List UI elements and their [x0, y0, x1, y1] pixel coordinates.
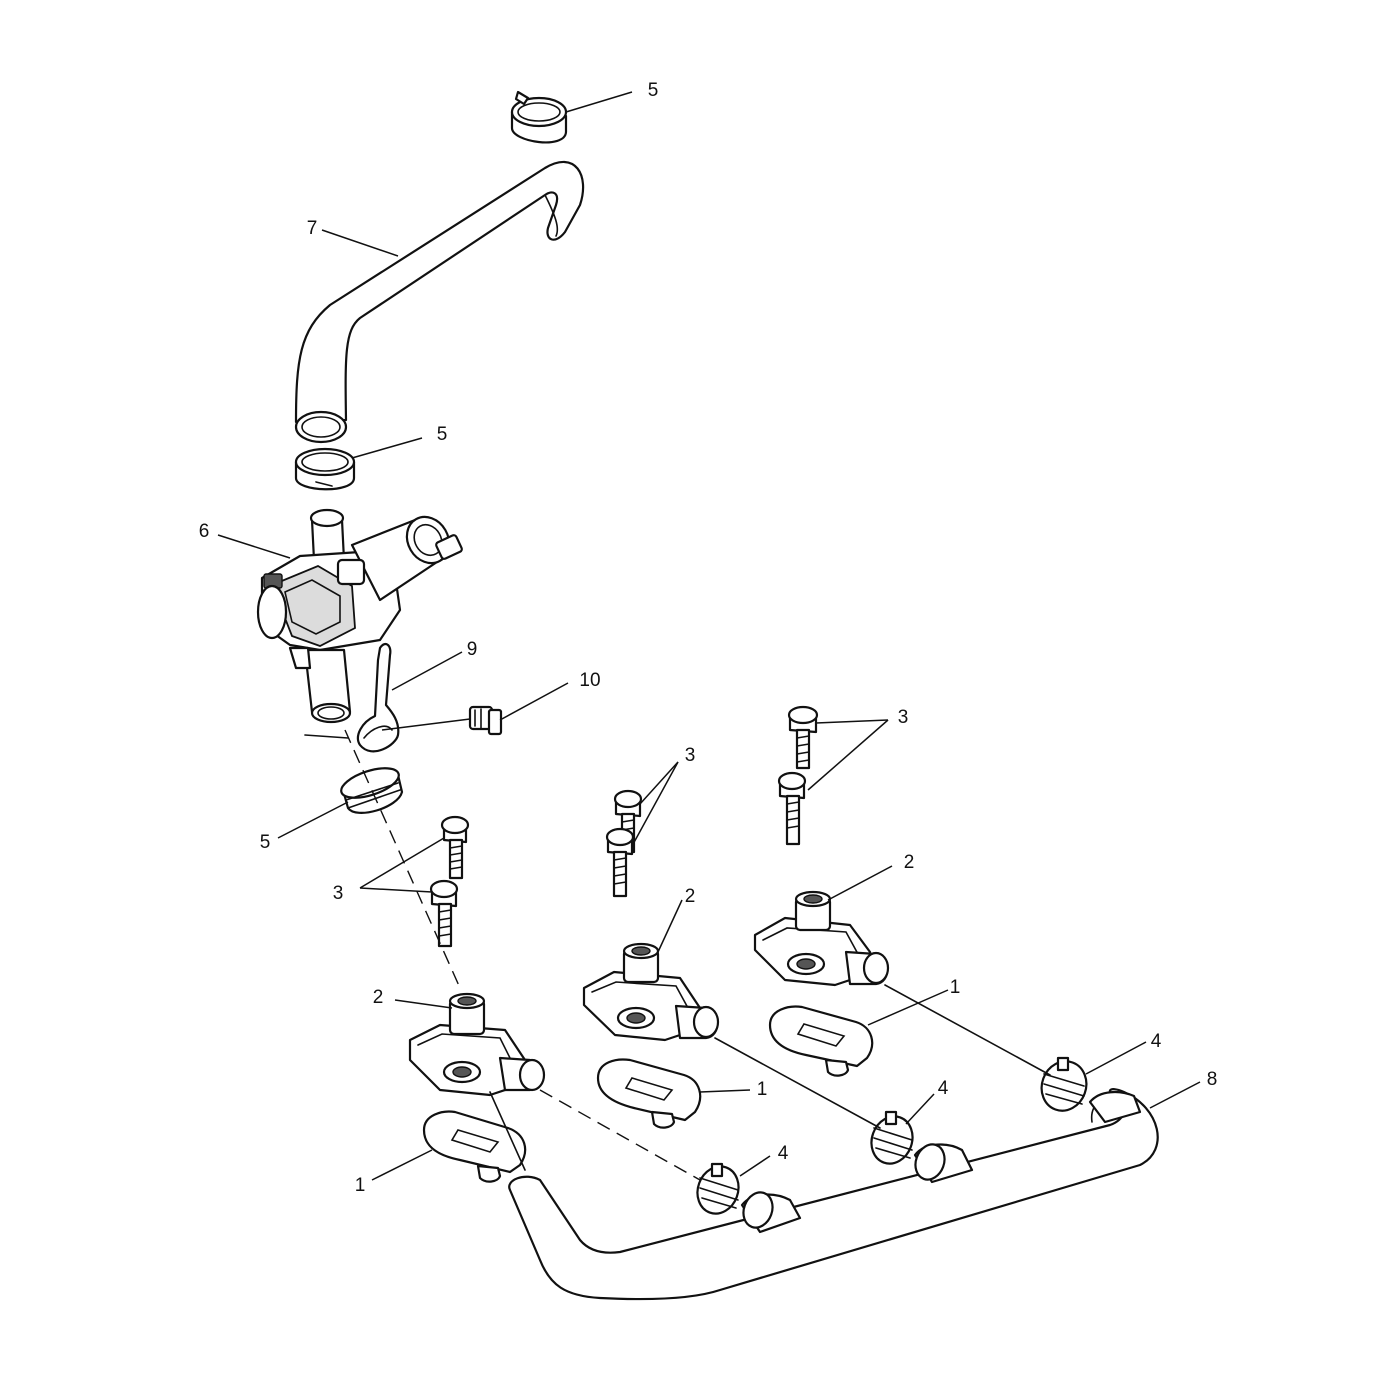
callout-8: 8	[1207, 1069, 1218, 1090]
clamp-5-top	[510, 90, 568, 144]
pipe-2-left	[408, 992, 546, 1097]
callout-5-middle: 5	[437, 424, 448, 445]
callout-1-right: 1	[950, 977, 961, 998]
callout-2-middle: 2	[685, 886, 696, 907]
leader-lines	[217, 91, 1201, 1181]
bolt-3-right-lower	[777, 771, 807, 846]
callout-5-top: 5	[648, 80, 659, 101]
clamp-4-right	[1040, 1056, 1088, 1112]
air-valve-6	[256, 508, 463, 724]
callout-3-middle: 3	[685, 745, 696, 766]
callout-2-left: 2	[373, 987, 384, 1008]
clamp-4-left	[696, 1162, 740, 1215]
callout-4-left: 4	[778, 1143, 789, 1164]
clamp-5-middle	[294, 447, 356, 491]
bolt-3-right-upper	[787, 705, 819, 770]
alignment-lines	[304, 729, 1051, 1181]
bolt-10	[468, 705, 503, 736]
bolt-3-left-lower	[429, 879, 459, 948]
gasket-1-right	[768, 1005, 874, 1077]
callout-7: 7	[307, 218, 318, 239]
pipe-2-middle	[582, 942, 720, 1042]
callout-9: 9	[467, 639, 478, 660]
callout-4-middle: 4	[938, 1078, 949, 1099]
callout-1-middle: 1	[757, 1079, 768, 1100]
clamp-4-middle	[870, 1110, 914, 1165]
callout-6: 6	[199, 521, 210, 542]
callout-10: 10	[579, 670, 600, 691]
callout-5-lower: 5	[260, 832, 271, 853]
callout-4-right: 4	[1151, 1031, 1162, 1052]
callout-3-right: 3	[898, 707, 909, 728]
gasket-1-left	[422, 1110, 527, 1183]
gasket-1-middle	[596, 1058, 702, 1129]
hose-7	[294, 160, 585, 444]
callout-3-left: 3	[333, 883, 344, 904]
bolt-3-middle-lower	[605, 827, 635, 898]
clamp-5-lower	[340, 767, 404, 814]
manifold-pipe-8	[508, 1088, 1159, 1301]
bracket-9	[356, 642, 400, 753]
pipe-2-right	[753, 890, 890, 987]
callout-1-left: 1	[355, 1175, 366, 1196]
callout-2-right: 2	[904, 852, 915, 873]
callout-numbers: 5 7 5 6 9 10 5 3 3 3 2 2 2 1 1 1 4 4 4 8	[199, 80, 1218, 1196]
bolt-3-left-upper	[440, 815, 470, 880]
